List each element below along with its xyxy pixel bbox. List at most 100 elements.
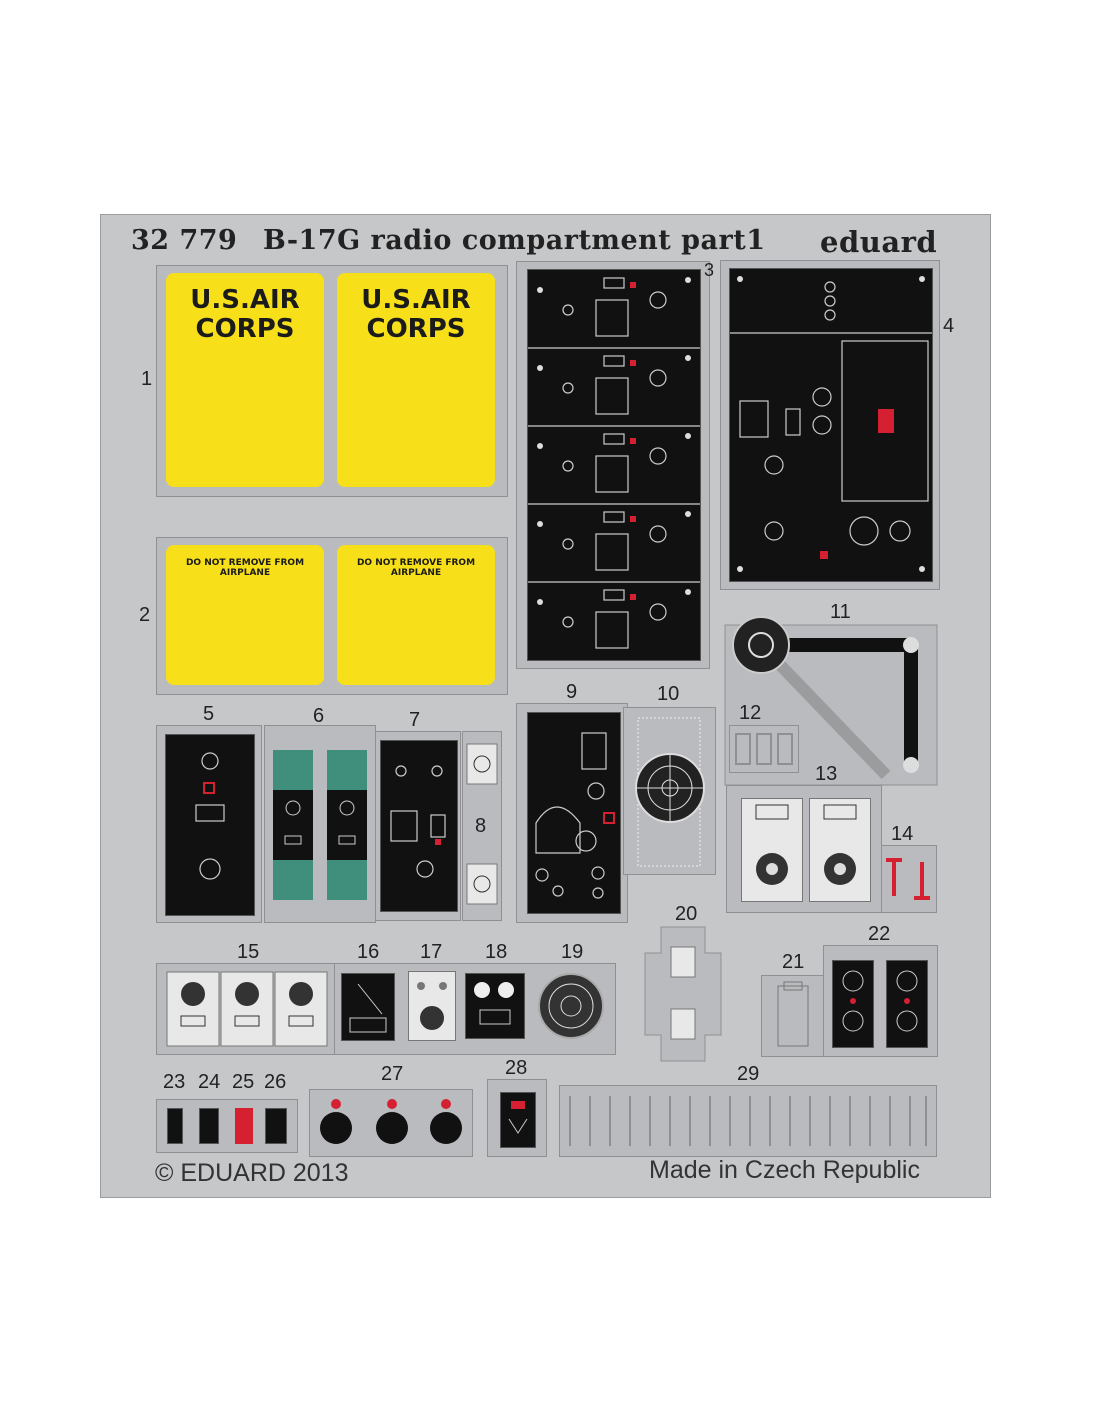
- panel-22-right-art: [896, 970, 918, 1032]
- panel-25: [235, 1108, 253, 1144]
- parts-23-26-frame: [156, 1099, 298, 1153]
- panel-18-art: [474, 982, 514, 1025]
- placard-warning-right: DO NOT REMOVE FROM AIRPLANE: [337, 545, 495, 685]
- panel-13-left-art: [755, 804, 789, 885]
- part-15-art: [166, 971, 328, 1047]
- part-number: 6: [313, 705, 325, 727]
- panel-22-left-art: [842, 970, 864, 1032]
- part-number: 4: [943, 315, 955, 337]
- part-28-frame: [487, 1079, 547, 1157]
- part-number: 3: [704, 260, 715, 280]
- product-code: 32 779: [131, 225, 238, 256]
- part-12-clips: [729, 725, 799, 773]
- part-number: 15: [237, 941, 260, 963]
- part-number: 29: [737, 1063, 760, 1085]
- part-number: 11: [830, 601, 851, 623]
- part-14-handles: [886, 858, 930, 900]
- part-7-frame: [375, 731, 461, 921]
- panel-28-art: [508, 1101, 528, 1134]
- panel-22-right: [886, 960, 928, 1048]
- part-number: 24: [198, 1071, 221, 1093]
- panel-9: [527, 712, 621, 914]
- part-20-clamps: [644, 926, 722, 1062]
- part-9-frame: [516, 703, 628, 923]
- panel-5: [165, 734, 255, 916]
- panel-16: [341, 973, 395, 1041]
- part-number: 27: [381, 1063, 404, 1085]
- part-number: 19: [561, 941, 584, 963]
- part-10-dial-art: [635, 717, 705, 867]
- part-number: 9: [566, 681, 578, 703]
- part-19-dial: [538, 973, 604, 1039]
- placard-warning-text: DO NOT REMOVE FROM AIRPLANE: [356, 558, 476, 578]
- panel-17: [408, 971, 456, 1041]
- radio-panel-stack-art: [528, 277, 700, 649]
- part-number: 14: [891, 823, 914, 845]
- placard-text-line2: CORPS: [195, 314, 295, 344]
- part-11-arm-bracket: [724, 616, 938, 786]
- part-21-art: [777, 981, 809, 1047]
- part-27-knobs: [320, 1099, 462, 1144]
- part-12-clips-art: [735, 733, 793, 765]
- part-21-frame: [761, 975, 825, 1057]
- part-number: 10: [657, 683, 680, 705]
- placard-text-line2: CORPS: [366, 314, 466, 344]
- panel-7-art: [390, 765, 446, 878]
- copyright-text: © EDUARD 2013: [155, 1159, 349, 1187]
- part-number: 7: [409, 709, 421, 731]
- brand-logo: eduard: [820, 225, 938, 259]
- panel-22-left: [832, 960, 874, 1048]
- part-number: 22: [868, 923, 891, 945]
- radio-panel-stack: [527, 269, 701, 661]
- radio-main-panel-art: [730, 276, 932, 572]
- part-2-frame: DO NOT REMOVE FROM AIRPLANE DO NOT REMOV…: [156, 537, 508, 695]
- panel-7: [380, 740, 458, 912]
- part-1-frame: U.S.AIR CORPS U.S.AIR CORPS: [156, 265, 508, 497]
- part-3-frame: [516, 261, 710, 669]
- part-29-strip: [559, 1085, 937, 1157]
- panel-5-art: [195, 752, 225, 880]
- radio-main-panel: [729, 268, 933, 582]
- panel-9-art: [535, 732, 615, 899]
- part-22-frame: [823, 945, 938, 1057]
- part-27-frame: [309, 1089, 473, 1157]
- placard-text-line1: U.S.AIR: [361, 285, 471, 315]
- part-5-frame: [156, 725, 262, 923]
- part-number: 13: [815, 763, 838, 785]
- product-title: B-17G radio compartment part1: [263, 225, 766, 256]
- part-number: 26: [264, 1071, 287, 1093]
- placard-warning-left: DO NOT REMOVE FROM AIRPLANE: [166, 545, 324, 685]
- part-13-frame: [726, 785, 882, 913]
- panel-23: [167, 1108, 183, 1144]
- photo-etch-fret: 32 779 B-17G radio compartment part1 edu…: [100, 214, 991, 1198]
- part-number: 1: [141, 368, 153, 390]
- panel-13-right-art: [823, 804, 857, 885]
- placard-us-air-corps-left: U.S.AIR CORPS: [166, 273, 324, 487]
- part-14-frame: [881, 845, 937, 913]
- panel-26: [265, 1108, 287, 1144]
- part-number: 17: [420, 941, 443, 963]
- part-4-frame: [720, 260, 940, 590]
- part-number: 25: [232, 1071, 255, 1093]
- part-8-frame: [462, 731, 502, 921]
- placard-us-air-corps-right: U.S.AIR CORPS: [337, 273, 495, 487]
- placard-warning-text: DO NOT REMOVE FROM AIRPLANE: [185, 558, 305, 578]
- part-number: 28: [505, 1057, 528, 1079]
- part-number: 21: [782, 951, 805, 973]
- panel-13-left: [741, 798, 803, 902]
- part-number: 20: [675, 903, 698, 925]
- part-number: 18: [485, 941, 508, 963]
- part-number: 5: [203, 703, 215, 725]
- panel-18: [465, 973, 525, 1039]
- panel-28: [500, 1092, 536, 1148]
- panel-16-art: [349, 983, 387, 1033]
- panel-17-art: [417, 982, 447, 1030]
- part-number: 2: [139, 604, 151, 626]
- panel-24: [199, 1108, 219, 1144]
- part-8-art: [466, 743, 498, 905]
- part-number: 8: [475, 815, 487, 837]
- part-number: 12: [739, 702, 762, 724]
- panel-13-right: [809, 798, 871, 902]
- part-number: 23: [163, 1071, 186, 1093]
- part-6-frame: [264, 725, 376, 923]
